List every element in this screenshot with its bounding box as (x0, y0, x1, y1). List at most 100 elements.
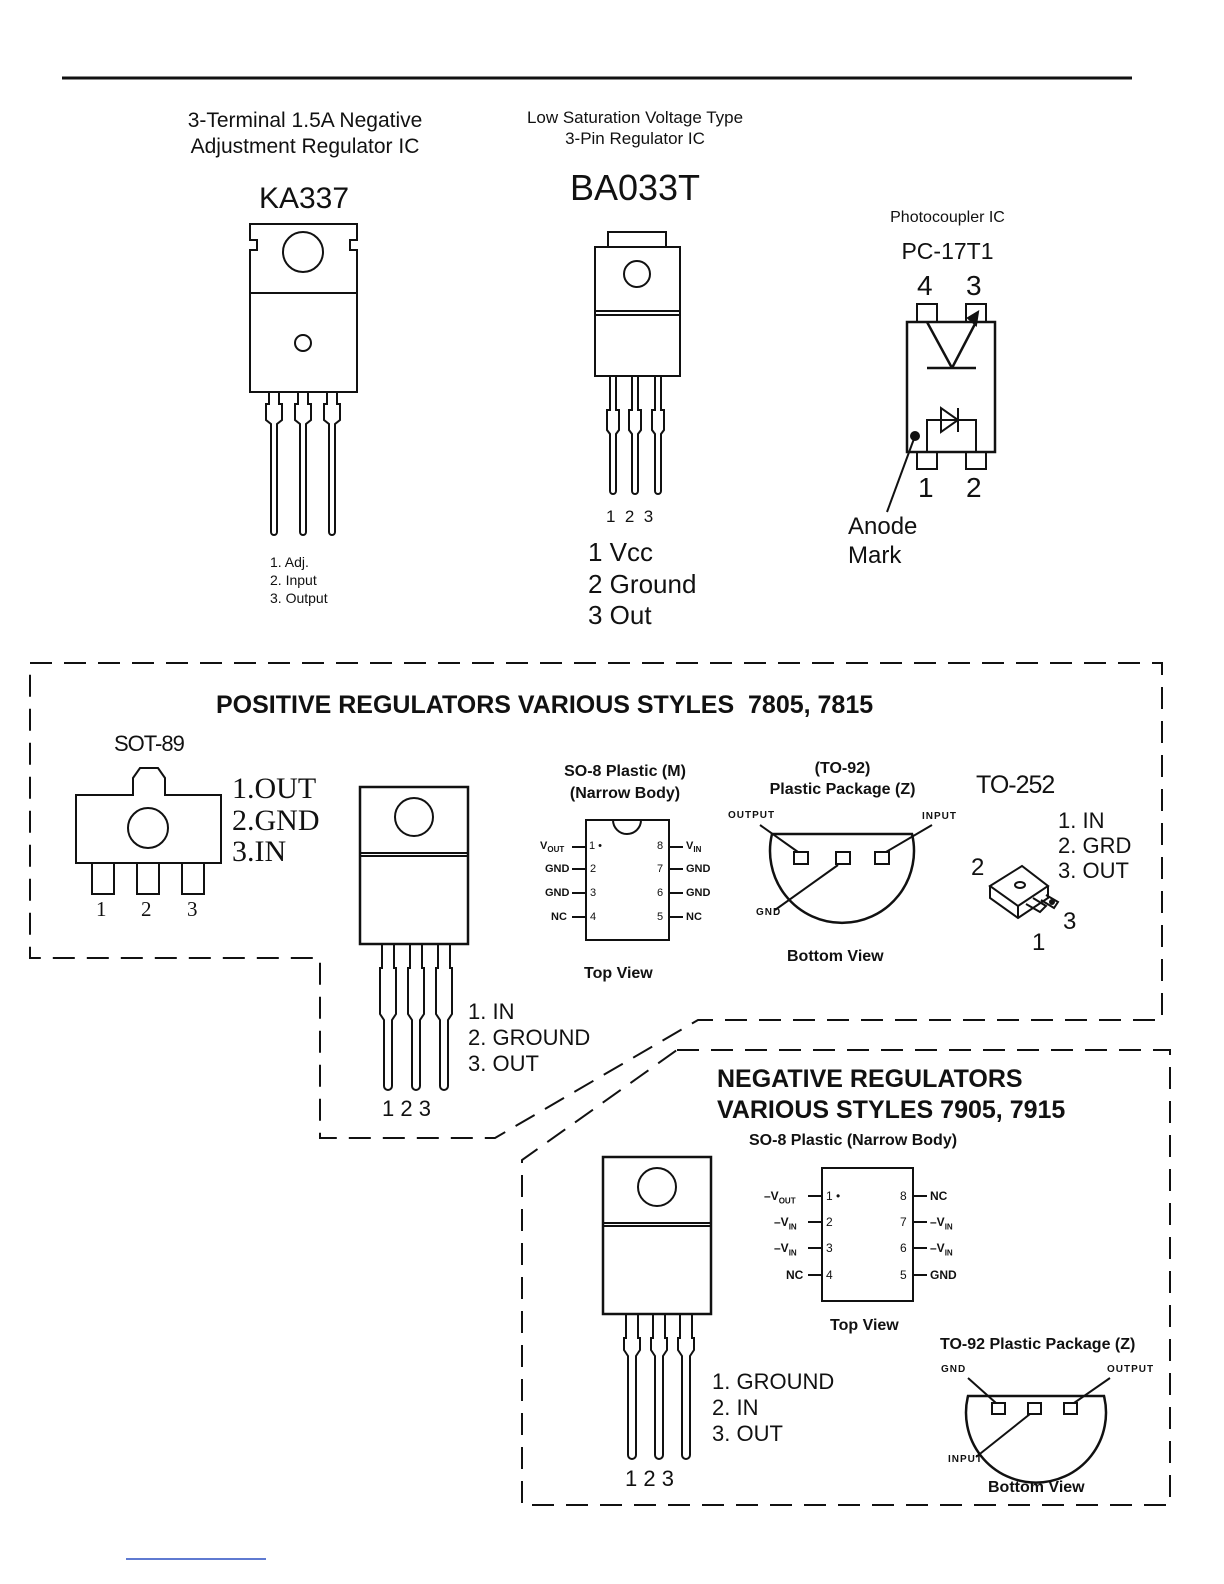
positive-so8-pin-vin: VIN (686, 841, 701, 854)
ba033t-pin-2: 2 Ground (588, 568, 697, 599)
sot89-pin-list: 1.OUT 2.GND 3.IN (232, 773, 320, 868)
positive-so8-num-4: 4 (590, 911, 597, 923)
negative-so8-num-8: 8 (900, 1189, 907, 1203)
negative-to92-gnd: GND (941, 1364, 967, 1375)
pc17t1-pin-2: 2 (966, 472, 982, 503)
sot89-number-3: 3 (187, 897, 198, 921)
negative-region-outline (521, 1049, 1171, 1506)
positive-so8-pin-vout-label: V (540, 840, 548, 852)
negative-to220-package (601, 1155, 713, 1460)
positive-so8-pin-5-label: NC (686, 911, 702, 923)
positive-so8-pin-3-label: GND (545, 887, 570, 899)
positive-title: POSITIVE REGULATORS VARIOUS STYLES 7805,… (216, 691, 874, 719)
pc17t1-part-number: PC-17T1 (901, 238, 994, 264)
ba033t-pin-numbers: 1 2 3 (606, 507, 654, 526)
negative-so8-num-6: 6 (900, 1241, 907, 1255)
ka337-pin-list: 1. Adj. 2. Input 3. Output (270, 553, 328, 608)
sot89-package (75, 767, 222, 895)
positive-to92-package (759, 824, 933, 925)
negative-to92-view: Bottom View (988, 1479, 1085, 1496)
positive-so8-num-6: 6 (657, 887, 664, 899)
ba033t-pin-list: 1 Vcc 2 Ground 3 Out (588, 537, 696, 632)
positive-so8-num-8: 8 (657, 840, 664, 852)
negative-to220-numbers: 1 2 3 (625, 1466, 674, 1491)
negative-to92-title: TO-92 Plastic Package (Z) (940, 1336, 1136, 1353)
positive-so8-num-1: 1 • (589, 840, 603, 852)
negative-so8-pin-7-sub: IN (944, 1222, 953, 1232)
positive-so8-pin-vout-sub: OUT (547, 845, 565, 855)
negative-to220-pin-2: 2. IN (712, 1394, 759, 1420)
positive-so8-pin-vin-label: V (686, 840, 694, 852)
to252-pin-3: 3. OUT (1058, 858, 1129, 884)
negative-so8-pin-3: –VIN (774, 1242, 797, 1257)
ka337-subtitle: 3-Terminal 1.5A Negative Adjustment Regu… (187, 109, 423, 159)
sot89-label: SOT-89 (114, 731, 185, 756)
ka337-part-number: KA337 (258, 182, 350, 215)
positive-so8-pin-4-label: NC (551, 911, 567, 923)
positive-so8-num-7: 7 (657, 863, 664, 875)
positive-so8-num-2: 2 (590, 863, 597, 875)
negative-to220-pin-list: 1. GROUND 2. IN 3. OUT (712, 1369, 834, 1447)
positive-to220-pin-2: 2. GROUND (468, 1024, 591, 1050)
to252-number-3: 3 (1063, 908, 1077, 935)
positive-to92-output: OUTPUT (728, 810, 776, 821)
negative-so8-pin-6-label: –V (930, 1241, 945, 1255)
pc17t1-pin-1: 1 (918, 472, 934, 503)
sot89-number-2: 2 (141, 897, 152, 921)
negative-so8-pin-5-label: GND (930, 1268, 957, 1282)
positive-so8-title: SO-8 Plastic (M) (Narrow Body) (564, 763, 686, 802)
negative-so8-num-4: 4 (826, 1268, 833, 1282)
negative-to92-package (964, 1377, 1111, 1484)
ka337-pin-2: 2. Input (270, 572, 317, 589)
negative-to220-pin-3: 3. OUT (712, 1420, 783, 1446)
negative-so8-num-1: 1 • (826, 1189, 841, 1203)
to252-pin-1: 1. IN (1058, 808, 1105, 833)
positive-so8-pin-vin-sub: IN (693, 845, 702, 855)
positive-so8-num-5: 5 (657, 911, 664, 923)
positive-to220-pin-3: 3. OUT (468, 1050, 539, 1076)
positive-to220-pin-list: 1. IN 2. GROUND 3. OUT (468, 999, 590, 1077)
positive-so8-num-3: 3 (590, 887, 597, 899)
positive-to92-gnd: GND (756, 907, 782, 918)
negative-so8-pin-4-label: NC (786, 1268, 804, 1282)
negative-so8-pin-2-sub: IN (788, 1222, 797, 1232)
ba033t-part-number: BA033T (569, 167, 701, 208)
to252-number-1: 1 (1032, 929, 1046, 956)
positive-to92-title: (TO-92) Plastic Package (Z) (769, 760, 916, 798)
ba033t-pin-1: 1 Vcc (588, 537, 654, 567)
positive-so8-pin-2-label: GND (545, 863, 570, 875)
negative-to92-output: OUTPUT (1107, 1364, 1155, 1375)
negative-so8-num-2: 2 (826, 1215, 833, 1229)
positive-so8-package (572, 819, 683, 941)
negative-so8-pin-7: –VIN (930, 1216, 953, 1231)
sot89-pin-2: 2.GND (232, 803, 320, 837)
to252-label: TO-252 (976, 771, 1055, 799)
negative-so8-pin-3-label: –V (774, 1241, 789, 1255)
negative-so8-pin-7-label: –V (930, 1215, 945, 1229)
negative-so8-num-3: 3 (826, 1241, 833, 1255)
ka337-pin-3: 3. Output (270, 590, 328, 607)
sot89-pin-1: 1.OUT (232, 772, 317, 805)
to252-pin-list: 1. IN 2. GRD 3. OUT (1058, 808, 1131, 883)
negative-so8-package (808, 1167, 927, 1302)
negative-so8-pin-1: –VOUT (764, 1190, 796, 1205)
positive-to220-pin-1: 1. IN (468, 999, 515, 1024)
pc17t1-pin-3: 3 (966, 270, 982, 301)
to252-number-2: 2 (971, 854, 985, 881)
ka337-package (249, 223, 358, 536)
negative-so8-pin-1-sub: OUT (778, 1196, 796, 1206)
negative-so8-pin-2: –VIN (774, 1216, 797, 1231)
pc17t1-pin-4: 4 (917, 270, 933, 301)
pc17t1-subtitle: Photocoupler IC (890, 209, 1005, 226)
negative-so8-pin-6-sub: IN (944, 1248, 953, 1258)
sot89-number-1: 1 (96, 897, 107, 921)
positive-so8-pin-6-label: GND (686, 887, 711, 899)
negative-so8-pin-3-sub: IN (788, 1248, 797, 1258)
positive-region-outline (29, 662, 1163, 1139)
positive-so8-pin-7-label: GND (686, 863, 711, 875)
negative-so8-view: Top View (830, 1317, 899, 1334)
pc17t1-package (886, 303, 997, 513)
negative-so8-pin-8-label: NC (930, 1189, 948, 1203)
ba033t-subtitle: Low Saturation Voltage Type 3-Pin Regula… (526, 108, 744, 149)
